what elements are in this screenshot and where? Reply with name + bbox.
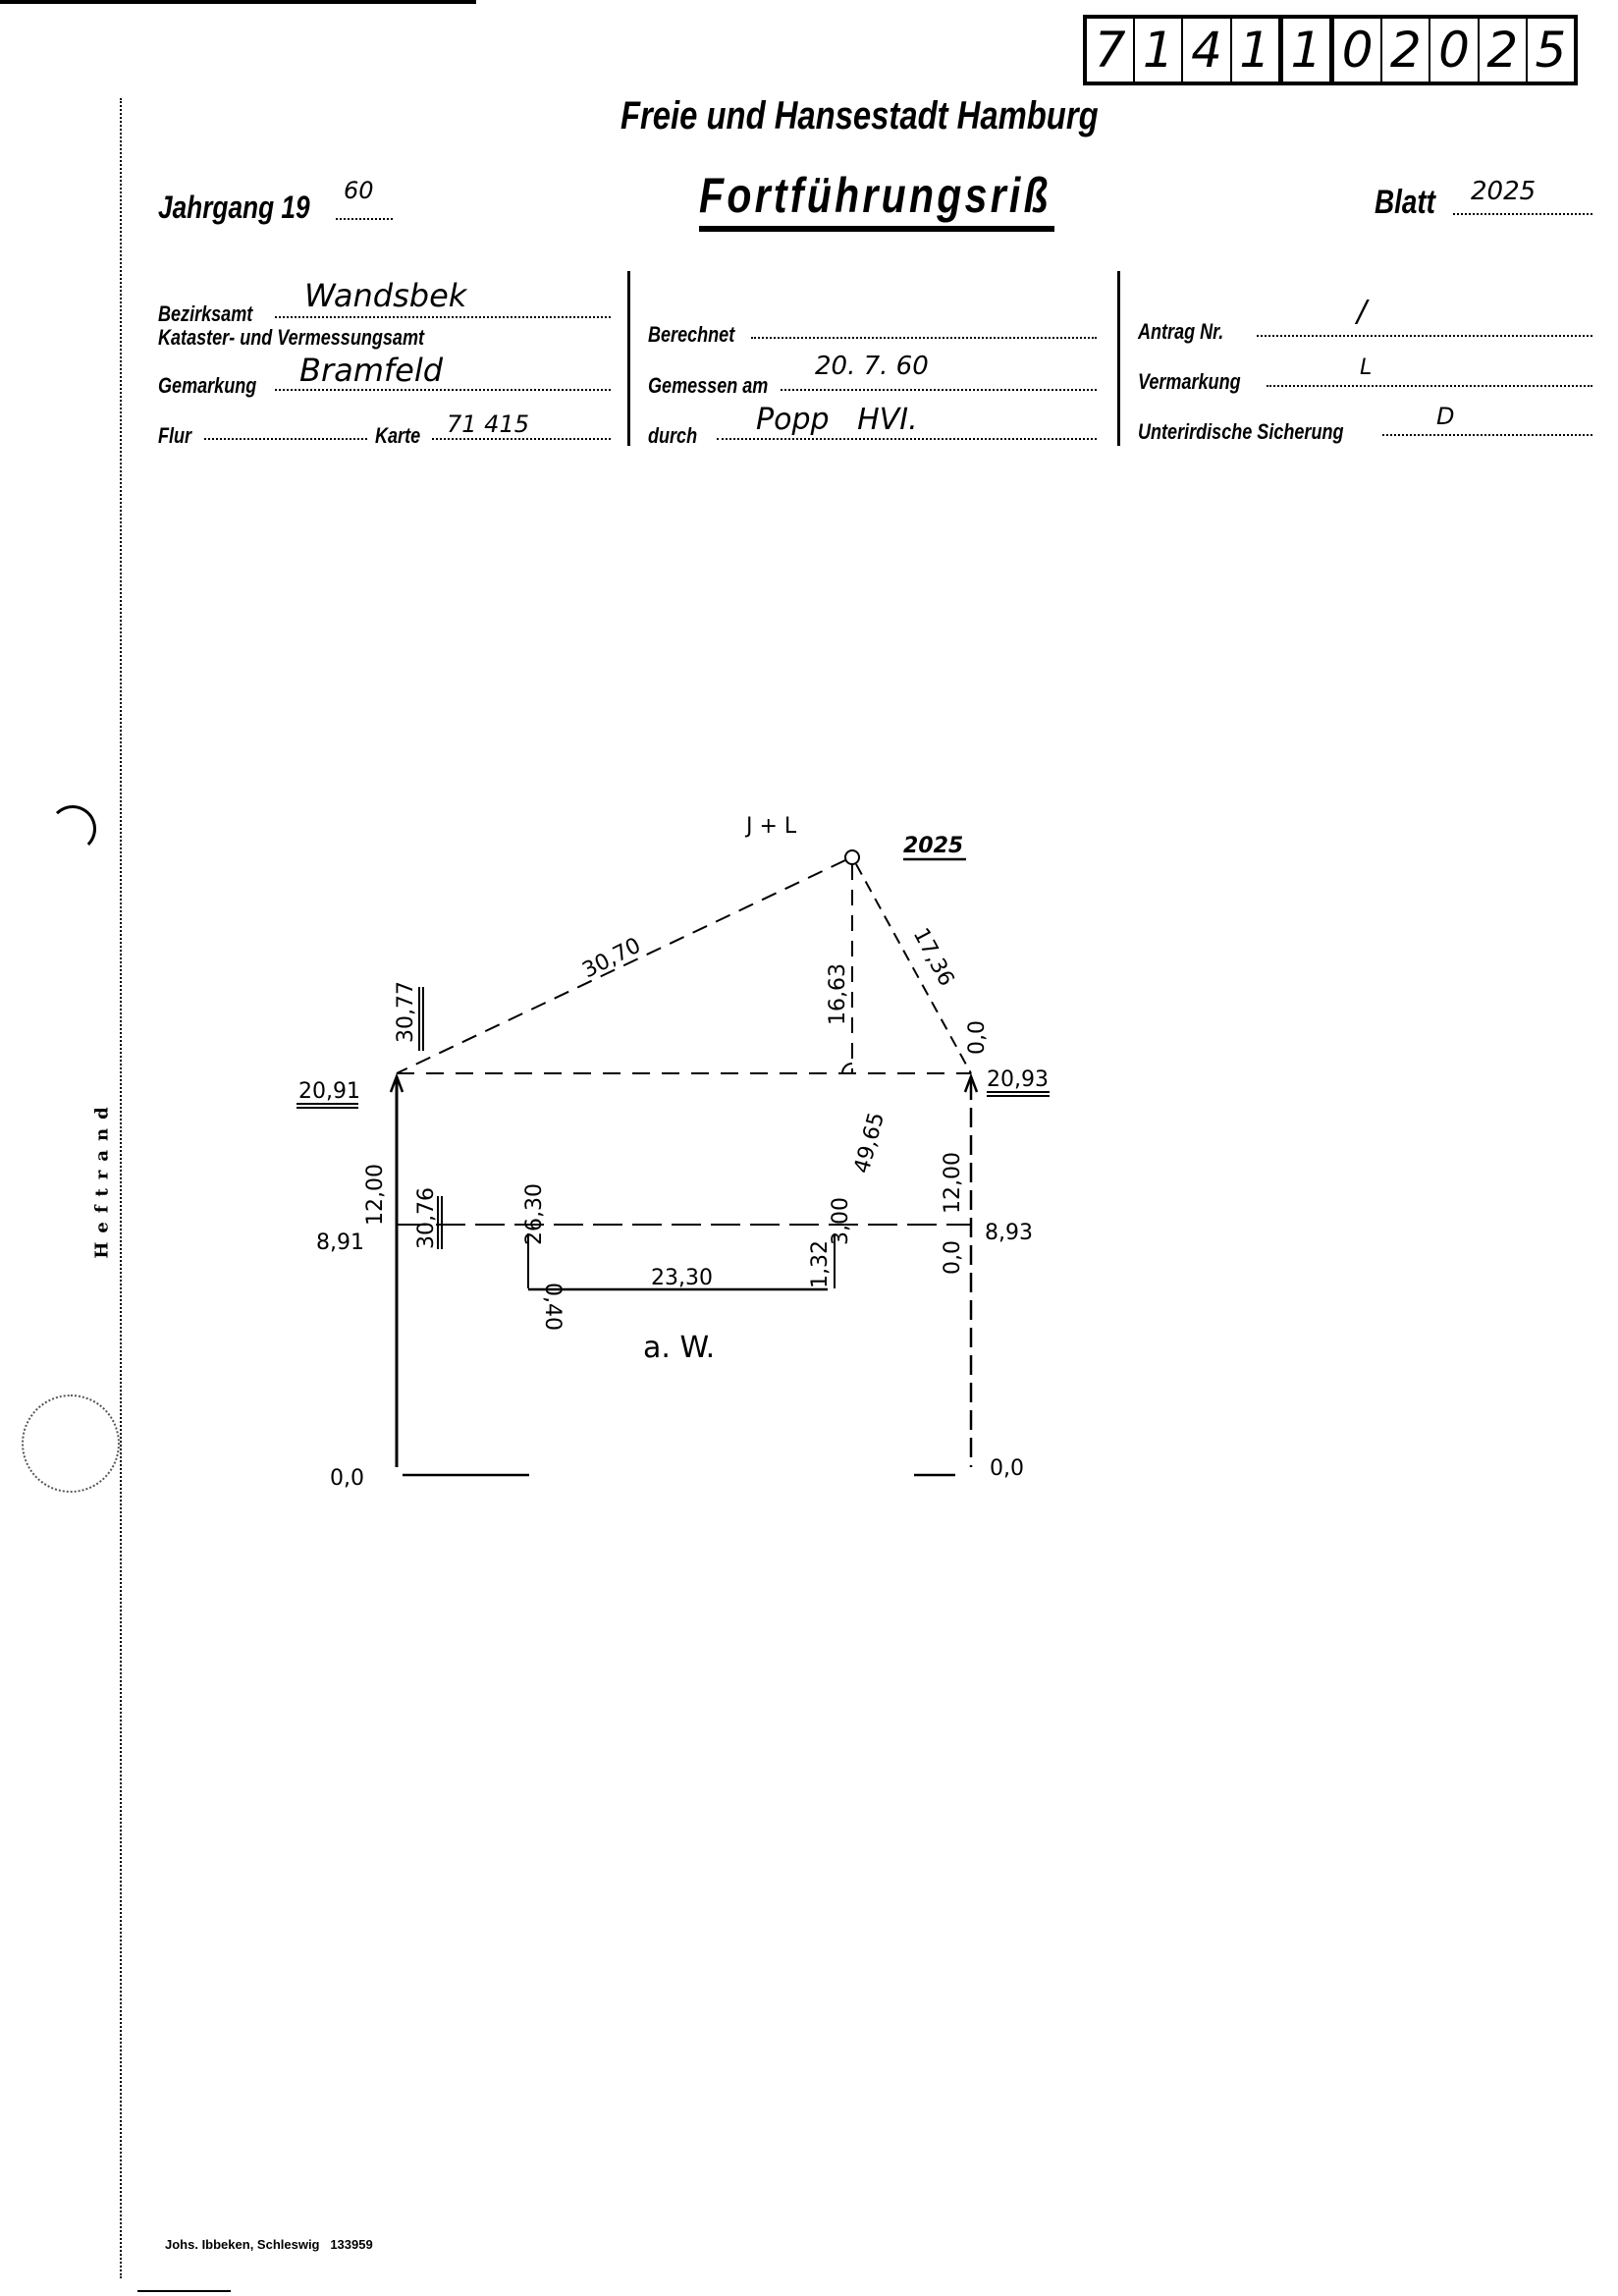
blatt-value: 2025 <box>1471 177 1537 206</box>
antrag-value: / <box>1357 295 1368 329</box>
blatt-dots <box>1453 213 1592 215</box>
survey-point-marker <box>844 849 860 865</box>
jahrgang-value: 60 <box>344 177 374 204</box>
measure-3-00: 3,00 <box>829 1197 853 1245</box>
measure-line-30-70 <box>396 859 846 1074</box>
measure-0-0-bottom-right: 0,0 <box>990 1456 1024 1481</box>
measure-26-30: 26,30 <box>522 1183 547 1245</box>
measure-16-63: 16,63 <box>826 963 850 1025</box>
gemessen-value: 20. 7. 60 <box>815 352 929 381</box>
measure-0-0-bottom-left: 0,0 <box>330 1466 364 1491</box>
arrow-icon <box>389 1072 404 1093</box>
bezirksamt-field <box>275 316 611 318</box>
scan-edge-line <box>0 0 476 4</box>
durch-field <box>717 438 1097 440</box>
sicherung-label: Unterirdische Sicherung <box>1138 419 1344 444</box>
sheet-number-digit: 1 <box>1232 19 1283 82</box>
durch-label: durch <box>648 423 698 448</box>
gemarkung-value: Bramfeld <box>299 352 444 389</box>
karte-label: Karte <box>375 423 421 448</box>
sheet-number-digit: 2 <box>1480 19 1528 82</box>
arrow-icon <box>963 1072 979 1093</box>
title-underline <box>699 226 1054 232</box>
point-number: 2025 <box>903 834 963 858</box>
measure-49-65: 49,65 <box>850 1110 890 1175</box>
vermarkung-value: L <box>1360 355 1373 380</box>
bezirksamt-label: Bezirksamt <box>158 301 253 326</box>
measure-30-70: 30,70 <box>578 933 644 983</box>
measure-0-0-top: 0,0 <box>965 1020 990 1055</box>
blatt-label: Blatt <box>1375 184 1435 221</box>
document-title: Fortführungsriß <box>699 168 1052 223</box>
binding-margin-line <box>120 98 122 2278</box>
measure-20-93: 20,93 <box>987 1067 1049 1092</box>
area-label: a. W. <box>643 1331 715 1365</box>
antrag-field <box>1257 335 1592 337</box>
berechnet-field <box>751 337 1097 339</box>
sicherung-value: D <box>1436 403 1455 430</box>
sheet-number-digit: 5 <box>1535 22 1567 79</box>
sheet-number-digit: 0 <box>1430 19 1480 82</box>
form-divider <box>627 271 630 446</box>
measure-8-93: 8,93 <box>985 1221 1033 1245</box>
authority-title: Freie und Hansestadt Hamburg <box>620 94 1099 137</box>
measure-30-76: 30,76 <box>414 1187 439 1249</box>
measure-8-91: 8,91 <box>316 1230 364 1255</box>
bezirksamt-value: Wandsbek <box>304 277 467 314</box>
gemessen-field <box>781 389 1097 391</box>
jahrgang-label: Jahrgang 19 <box>158 190 310 225</box>
kataster-label: Kataster- und Vermessungsamt <box>158 325 425 350</box>
measure-30-77: 30,77 <box>394 981 418 1043</box>
measure-line-17-36 <box>855 863 972 1074</box>
sheet-number-digit: 0 <box>1334 19 1383 82</box>
sheet-number-digit: 4 <box>1183 19 1232 82</box>
berechnet-label: Berechnet <box>648 322 735 347</box>
scan-edge-line <box>137 2290 231 2292</box>
sheet-number-digit: 1 <box>1283 19 1335 82</box>
measure-0-0-mid: 0,0 <box>941 1240 965 1275</box>
sheet-number-digit: 7 <box>1087 19 1136 82</box>
form-divider <box>1117 271 1120 446</box>
measure-12-00-left: 12,00 <box>363 1164 388 1226</box>
antrag-label: Antrag Nr. <box>1138 319 1224 344</box>
right-angle-mark <box>841 1063 853 1074</box>
sicherung-field <box>1382 434 1592 436</box>
measure-12-00-right: 12,00 <box>941 1152 965 1214</box>
sheet-number-box: 7 1 4 1 1 0 2 0 2 5 <box>1083 15 1578 85</box>
flur-label: Flur <box>158 423 192 448</box>
flur-field <box>204 438 367 440</box>
measure-23-30: 23,30 <box>651 1266 713 1290</box>
measure-1-32: 1,32 <box>808 1240 833 1288</box>
punch-hole-mark <box>22 1394 120 1493</box>
vermarkung-label: Vermarkung <box>1138 369 1241 394</box>
measure-0-40: 0,40 <box>540 1283 565 1331</box>
vermarkung-field <box>1267 385 1592 387</box>
karte-value: 71 415 <box>447 410 529 438</box>
punch-hole-mark <box>49 805 96 852</box>
gemarkung-label: Gemarkung <box>158 373 257 398</box>
printer-imprint: Johs. Ibbeken, Schleswig 133959 <box>165 2237 373 2252</box>
durch-value: Popp HVI. <box>756 403 918 437</box>
gemarkung-field <box>275 389 611 391</box>
karte-field <box>432 438 611 440</box>
measure-20-91: 20,91 <box>298 1079 360 1104</box>
point-label: J + L <box>744 814 797 839</box>
jahrgang-dots <box>336 218 393 220</box>
sheet-number-digit: 1 <box>1135 19 1184 82</box>
gemessen-label: Gemessen am <box>648 373 769 398</box>
sheet-number-digit: 2 <box>1382 19 1431 82</box>
measure-17-36: 17,36 <box>908 924 959 990</box>
